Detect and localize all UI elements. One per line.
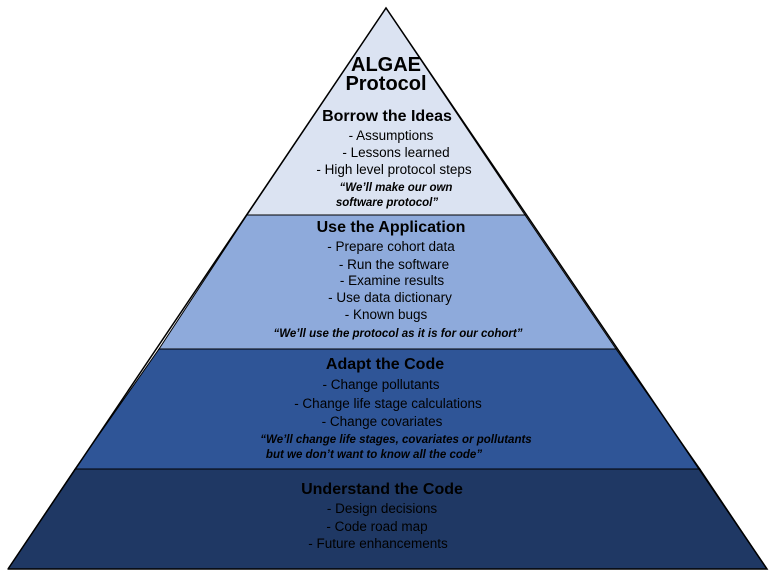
tier2-quote: “We’ll use the protocol as it is for our… bbox=[273, 328, 523, 340]
tier3-heading: Adapt the Code bbox=[325, 356, 445, 373]
tier2-heading: Use the Application bbox=[316, 219, 466, 236]
tier1-item: - High level protocol steps bbox=[316, 162, 472, 177]
tier2-item: - Use data dictionary bbox=[328, 290, 452, 305]
pyramid-title-line2: Protocol bbox=[345, 73, 427, 95]
pyramid-title-line1: ALGAE bbox=[351, 54, 421, 76]
tier3-quote: but we don’t want to know all the code” bbox=[265, 449, 483, 461]
tier1-item: - Lessons learned bbox=[342, 145, 450, 160]
pyramid-outline bbox=[7, 6, 769, 570]
tier3-item: - Change life stage calculations bbox=[294, 396, 482, 411]
tier1-quote: “We’ll make our own bbox=[339, 182, 453, 194]
tier4-item: - Code road map bbox=[326, 519, 428, 534]
tier3-item: - Change covariates bbox=[321, 414, 443, 429]
tier4-heading: Understand the Code bbox=[301, 481, 463, 498]
tier3-quote: “We’ll change life stages, covariates or… bbox=[260, 434, 532, 446]
tier1-quote: software protocol” bbox=[335, 197, 439, 209]
tier2-item: - Known bugs bbox=[344, 307, 428, 322]
tier4-item: - Future enhancements bbox=[308, 536, 448, 551]
tier1-item: - Assumptions bbox=[348, 128, 434, 143]
tier1-heading: Borrow the Ideas bbox=[322, 108, 452, 125]
tier4-item: - Design decisions bbox=[326, 501, 438, 516]
tier2-item: - Prepare cohort data bbox=[327, 239, 455, 254]
tier3-item: - Change pollutants bbox=[322, 377, 440, 392]
tier2-item: - Examine results bbox=[339, 273, 445, 288]
tier2-item: - Run the software bbox=[338, 257, 450, 272]
